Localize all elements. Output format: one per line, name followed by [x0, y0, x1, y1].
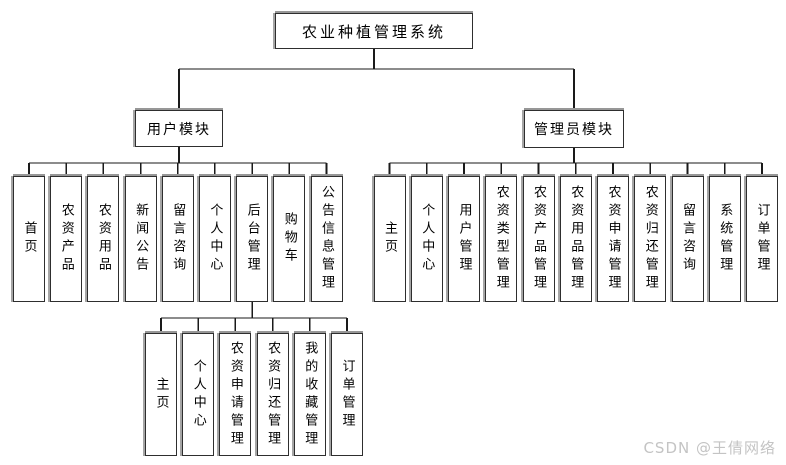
backend-leaf-node: 农资申请管理	[219, 333, 252, 456]
backend-leaf-node: 农资归还管理	[256, 333, 289, 456]
admin-leaf-node: 农资类型管理	[485, 176, 518, 302]
admin-leaf-node: 农资用品管理	[559, 176, 592, 302]
module-node-admin: 管理员模块	[524, 110, 624, 148]
backend-leaf-node: 我的收藏管理	[293, 333, 326, 456]
backend-leaf-node: 主页	[145, 333, 177, 456]
user-leaf-node: 公告信息管理	[310, 176, 343, 302]
watermark-text: CSDN @王倩网络	[643, 439, 776, 457]
user-leaf-node: 新闻公告	[124, 176, 157, 302]
admin-leaf-node: 主页	[373, 176, 406, 302]
admin-leaf-node: 系统管理	[708, 176, 741, 302]
user-leaf-node: 个人中心	[198, 176, 231, 302]
module-node-user: 用户模块	[135, 110, 223, 147]
user-leaf-node: 首页	[13, 176, 45, 302]
admin-leaf-node: 用户管理	[448, 176, 480, 302]
user-leaf-node: 留言咨询	[161, 176, 194, 302]
user-leaf-node: 农资产品	[50, 176, 83, 302]
admin-leaf-node: 留言咨询	[671, 176, 704, 302]
admin-leaf-node: 农资产品管理	[522, 176, 555, 302]
root-node-system-title: 农业种植管理系统	[275, 13, 473, 49]
backend-leaf-node: 订单管理	[331, 333, 363, 456]
admin-leaf-node: 农资申请管理	[597, 176, 629, 302]
user-leaf-node: 后台管理	[236, 176, 269, 302]
admin-leaf-node: 农资归还管理	[634, 176, 667, 302]
user-leaf-node: 农资用品	[87, 176, 120, 302]
admin-leaf-node: 订单管理	[746, 176, 778, 302]
backend-leaf-node: 个人中心	[182, 333, 215, 456]
admin-leaf-node: 个人中心	[410, 176, 443, 302]
user-leaf-node: 购物车	[273, 176, 306, 302]
